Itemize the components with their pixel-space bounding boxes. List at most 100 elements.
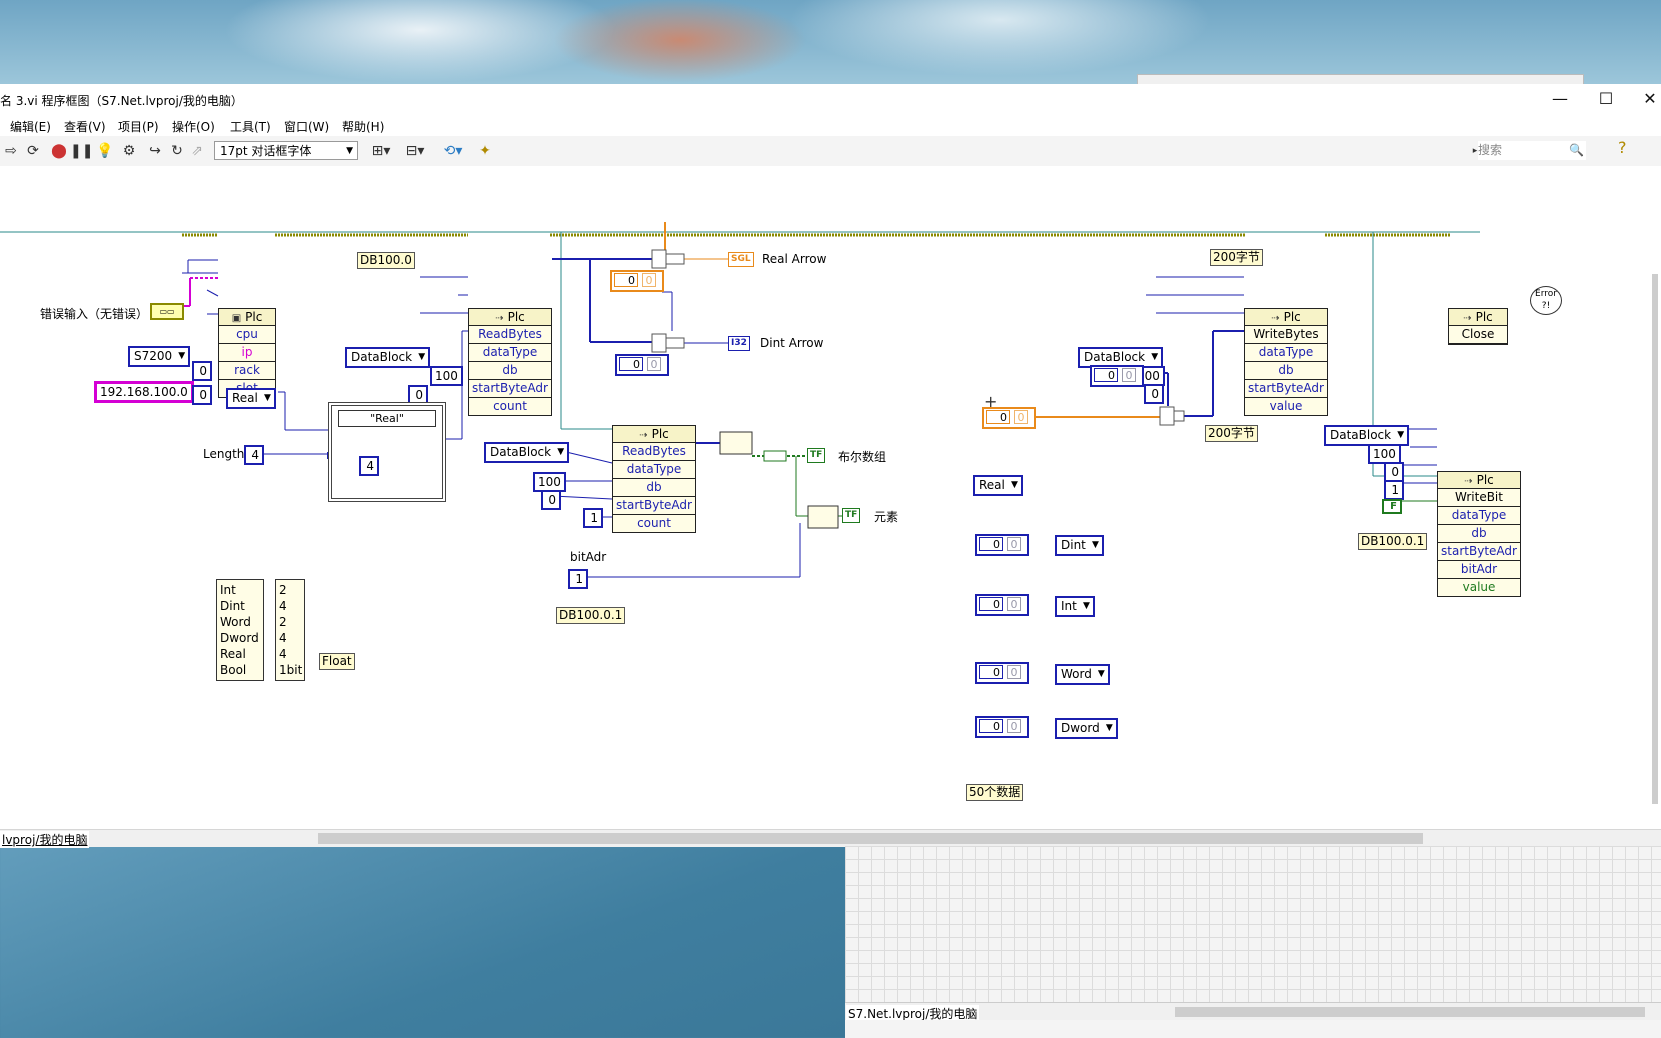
- menu-edit[interactable]: 编辑(E): [10, 120, 51, 134]
- type-ring-dword[interactable]: Dword▼: [1055, 718, 1118, 739]
- error-in-cluster-terminal[interactable]: ▭▭: [150, 303, 184, 320]
- plc-close-node[interactable]: ⇢Plc Close: [1448, 308, 1508, 345]
- horizontal-scroll-thumb[interactable]: [318, 833, 1423, 844]
- index-array-orange-1[interactable]: 0 0: [610, 270, 664, 292]
- db-constant-4[interactable]: 100: [1368, 444, 1401, 464]
- step-out-icon[interactable]: ⇗: [191, 143, 203, 159]
- type-ring-real-2[interactable]: Real▼: [973, 475, 1023, 496]
- type-ring-int[interactable]: Int▼: [1055, 596, 1095, 617]
- abort-icon[interactable]: ⬤: [51, 143, 67, 159]
- array-constant-word[interactable]: 0 0: [975, 662, 1029, 684]
- menu-tools[interactable]: 工具(T): [230, 120, 271, 134]
- array-constant-dint[interactable]: 0 0: [975, 534, 1029, 556]
- menu-operate[interactable]: 操作(O): [172, 120, 215, 134]
- search-input[interactable]: 搜索 🔍: [1478, 141, 1586, 160]
- chevron-down-icon: ▼: [1105, 723, 1113, 733]
- index-array-orange-2[interactable]: 0 0: [982, 407, 1036, 429]
- rack-constant[interactable]: 0: [192, 361, 212, 381]
- index-array-node-1: [651, 249, 667, 269]
- array-constant-int[interactable]: 0 0: [975, 594, 1029, 616]
- run-arrow-icon[interactable]: ⇨: [5, 143, 17, 159]
- type-ring-real-1[interactable]: Real▼: [226, 388, 276, 409]
- db-constant-1[interactable]: 100: [430, 366, 463, 386]
- search-icon[interactable]: 🔍: [1569, 143, 1584, 157]
- start-byte-constant-2[interactable]: 0: [541, 490, 561, 510]
- cleanup-diagram-icon[interactable]: ✦: [479, 143, 491, 159]
- datablock-ring-1[interactable]: DataBlock▼: [345, 347, 431, 368]
- element-indicator[interactable]: TF: [842, 508, 861, 523]
- count-constant-2[interactable]: 1: [583, 508, 603, 528]
- project-path-link[interactable]: lvproj/我的电脑: [0, 831, 90, 848]
- type-ring-word[interactable]: Word▼: [1055, 664, 1110, 685]
- start-byte-constant-4[interactable]: 0: [1384, 462, 1404, 482]
- menu-view[interactable]: 查看(V): [64, 120, 106, 134]
- bitadr-constant-4[interactable]: 1: [1384, 480, 1404, 500]
- bitadr-constant[interactable]: 1: [568, 569, 588, 589]
- ip-constant[interactable]: 192.168.100.0: [94, 381, 194, 403]
- array-constant-dword[interactable]: 0 0: [975, 716, 1029, 738]
- maximize-button[interactable]: ☐: [1598, 89, 1614, 108]
- vertical-scrollbar[interactable]: [1652, 274, 1661, 834]
- index-array-blue-1[interactable]: 0 0: [615, 354, 669, 376]
- length-constant[interactable]: 4: [244, 445, 264, 465]
- chevron-down-icon: ▼: [1097, 669, 1105, 679]
- type-list-item: Dint: [220, 599, 245, 613]
- db-constant-2[interactable]: 100: [533, 472, 566, 492]
- close-button[interactable]: ✕: [1643, 89, 1657, 108]
- reorder-icon[interactable]: ⟲▾: [443, 143, 463, 159]
- plc-open-node[interactable]: ▣Plc cpu ip rack slot: [218, 308, 276, 398]
- context-help-icon[interactable]: ?: [1618, 138, 1627, 157]
- step-into-icon[interactable]: ↪: [149, 143, 161, 159]
- writebytes-db: db: [1245, 362, 1327, 380]
- datablock-value-1: DataBlock: [351, 350, 413, 364]
- menu-window[interactable]: 窗口(W): [284, 120, 330, 134]
- start-byte-constant-3[interactable]: 0: [1144, 384, 1164, 404]
- array-index: 0: [979, 665, 1003, 679]
- array-element: 0: [1122, 368, 1136, 382]
- menu-help[interactable]: 帮助(H): [342, 120, 385, 134]
- datablock-value-3: DataBlock: [1084, 350, 1146, 364]
- front-panel-scrollbar[interactable]: S7.Net.lvproj/我的电脑: [845, 1002, 1661, 1022]
- search-placeholder: 搜索: [1478, 143, 1503, 157]
- datablock-ring-4[interactable]: DataBlock▼: [1324, 425, 1410, 446]
- type-list-constant: Int Dint Word Dword Real Bool: [216, 579, 264, 681]
- plc-writebit-node[interactable]: ⇢Plc WriteBit dataType db startByteAdr b…: [1437, 471, 1521, 597]
- bool-array-indicator[interactable]: TF: [807, 448, 826, 463]
- dint-arrow-indicator[interactable]: I32: [728, 336, 750, 351]
- distribute-objects-icon[interactable]: ⊟▾: [405, 143, 425, 159]
- bool-false-constant[interactable]: F: [1382, 499, 1402, 514]
- slot-constant[interactable]: 0: [192, 385, 212, 405]
- window-title: 名 3.vi 程序框图（S7.Net.lvproj/我的电脑）: [0, 94, 243, 108]
- plc-readbytes-node-2[interactable]: ⇢Plc ReadBytes dataType db startByteAdr …: [612, 425, 696, 533]
- real-arrow-indicator[interactable]: SGL: [728, 252, 754, 267]
- plc-readbytes-node-1[interactable]: ⇢Plc ReadBytes dataType db startByteAdr …: [468, 308, 552, 416]
- case-selector-label[interactable]: "Real": [338, 410, 436, 427]
- note-50-items: 50个数据: [966, 784, 1024, 801]
- font-select[interactable]: 17pt 对话框字体 ▼: [214, 141, 358, 160]
- menu-project[interactable]: 项目(P): [118, 120, 159, 134]
- front-panel-scroll-thumb[interactable]: [1175, 1007, 1645, 1017]
- highlight-execution-icon[interactable]: 💡: [96, 143, 114, 159]
- datablock-ring-2[interactable]: DataBlock▼: [484, 442, 570, 463]
- note-db100-bit-mid: DB100.0.1: [556, 607, 626, 624]
- writebit-method: WriteBit: [1438, 489, 1520, 507]
- align-objects-icon[interactable]: ⊞▾: [371, 143, 391, 159]
- project-path-link-2[interactable]: S7.Net.lvproj/我的电脑: [846, 1005, 980, 1022]
- type-ring-value: Real: [979, 478, 1005, 492]
- type-ring-dint[interactable]: Dint▼: [1055, 535, 1104, 556]
- horizontal-scrollbar[interactable]: lvproj/我的电脑: [0, 829, 1661, 848]
- vertical-scroll-thumb[interactable]: [1652, 274, 1658, 804]
- error-handler-icon[interactable]: Error ?!: [1530, 286, 1562, 315]
- retain-wire-values-icon[interactable]: ⚙: [122, 143, 136, 159]
- run-continuously-icon[interactable]: ⟳: [27, 143, 39, 159]
- minimize-button[interactable]: —: [1552, 89, 1568, 108]
- block-diagram-canvas[interactable]: × ▭▭ 错误输入（无错误） DB100.0 200字节 S7200▼ 192.…: [0, 166, 1661, 829]
- cpu-type-ring[interactable]: S7200▼: [128, 346, 191, 367]
- close-method: Close: [1449, 326, 1507, 344]
- pause-icon[interactable]: ❚❚: [70, 143, 94, 159]
- case-structure[interactable]: "Real": [328, 402, 446, 502]
- plc-writebytes-node[interactable]: ⇢Plc WriteBytes dataType db startByteAdr…: [1244, 308, 1328, 416]
- multiplier-constant[interactable]: 4: [359, 456, 379, 476]
- step-over-icon[interactable]: ↻: [171, 143, 183, 159]
- index-array-blue-2[interactable]: 0 0: [1090, 365, 1144, 387]
